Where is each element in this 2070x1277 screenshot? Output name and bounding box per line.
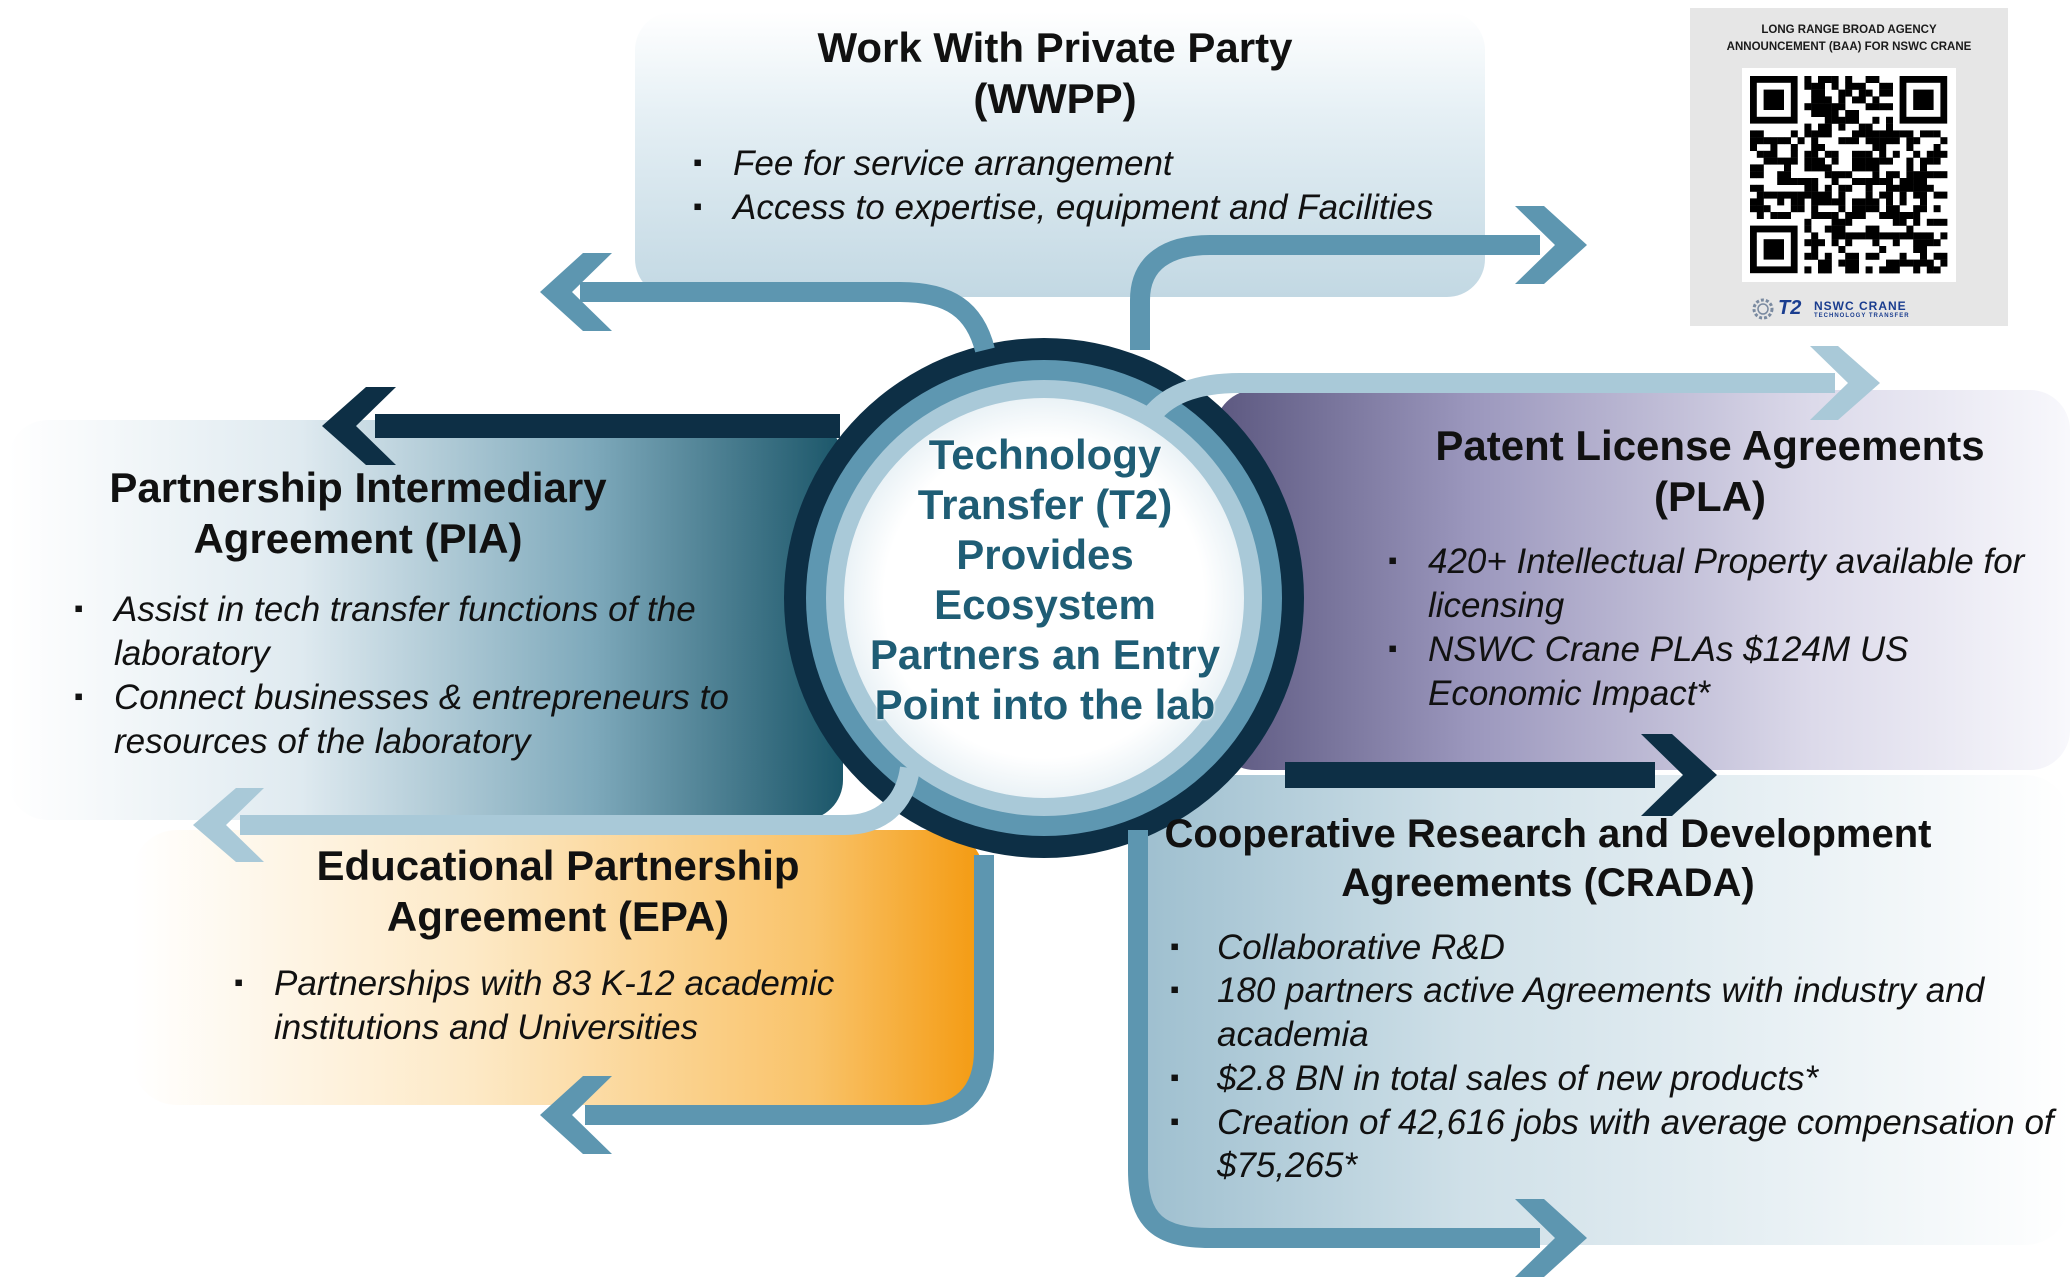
qr-caption: LONG RANGE BROAD AGENCY ANNOUNCEMENT (BA… [1690,22,2008,55]
crada-bullet: Collaborative R&D [1170,926,2070,970]
core-circle [844,398,1244,798]
crada-bullet: $2.8 BN in total sales of new products* [1170,1057,2070,1101]
pla-bullet-list: 420+ Intellectual Property available for… [1388,540,2050,715]
center-statement: Technology Transfer (T2) Provides Ecosys… [840,430,1250,730]
wwpp-title-line: Work With Private Party [817,24,1293,71]
t2-nswc-crane-logo: T2 NSWC CRANE TECHNOLOGY TRANSFER [1750,296,1950,322]
pia-bullet: Connect businesses & entrepreneurs to re… [74,676,760,764]
pia-arrow-head [322,387,396,465]
epa-title-line: Agreement (EPA) [386,893,730,941]
wwpp-bullet-list: Fee for service arrangement Access to ex… [693,142,1470,230]
pia-title: Partnership Intermediary Agreement (PIA) [8,462,708,564]
qr-code-image[interactable] [1742,68,1956,282]
qr-caption-line: ANNOUNCEMENT (BAA) FOR NSWC CRANE [1726,40,1972,53]
crada-content: Cooperative Research and Development Agr… [1160,810,2070,1188]
pia-title-line: Agreement (PIA) [193,515,523,563]
pla-arrow-shaft [1139,373,1835,426]
wwpp-right-arrow-shaft [1130,235,1540,350]
crada-title-line: Cooperative Research and Development [1164,812,1932,856]
crada-title: Cooperative Research and Development Agr… [1088,810,2008,908]
wwpp-right-arrow-head [1515,206,1587,284]
epa-title: Educational Partnership Agreement (EPA) [228,840,888,942]
epa-bullet: Partnerships with 83 K-12 academic insti… [234,962,888,1050]
center-line: Point into the lab [874,680,1216,728]
wwpp-content: Work With Private Party (WWPP) Fee for s… [640,22,1470,230]
pla-content: Patent License Agreements (PLA) 420+ Int… [1370,420,2050,715]
baa-qr-card[interactable]: LONG RANGE BROAD AGENCY ANNOUNCEMENT (BA… [1690,8,2008,326]
pia-content: Partnership Intermediary Agreement (PIA)… [60,462,760,763]
epa-arrow-head [540,1076,612,1154]
wwpp-bullet: Fee for service arrangement [693,142,1470,186]
gear-icon [1752,298,1774,320]
pia-return-arrow-head [193,788,264,862]
pla-bullet: 420+ Intellectual Property available for… [1388,540,2050,628]
wwpp-title: Work With Private Party (WWPP) [640,22,1470,124]
center-line: Technology [928,431,1162,478]
crada-bullet-list: Collaborative R&D 180 partners active Ag… [1170,926,2070,1189]
wwpp-left-arrow-head [540,253,612,331]
crada-bottom-arrow-head [1515,1199,1587,1277]
pia-title-line: Partnership Intermediary [109,464,607,511]
pia-return-arrow-shaft [240,766,920,835]
center-line: Ecosystem [934,580,1156,628]
crada-bullet: 180 partners active Agreements with indu… [1170,969,2070,1057]
pla-title-line: (PLA) [1654,473,1766,521]
center-line: Provides [956,530,1134,578]
pia-arrow-shaft [375,414,840,438]
center-line: Partners an Entry [869,630,1221,678]
pla-arrow-head [1810,346,1880,420]
wwpp-bullet: Access to expertise, equipment and Facil… [693,186,1470,230]
epa-arrow-shaft [585,855,994,1125]
pla-title-line: Patent License Agreements [1435,422,1985,469]
wwpp-left-arrow-shaft [580,282,995,353]
epa-content: Educational Partnership Agreement (EPA) … [228,840,888,1050]
crada-dark-arrow-head [1641,734,1717,816]
crada-title-line: Agreements (CRADA) [1341,860,1755,905]
pia-bullet: Assist in tech transfer functions of the… [74,588,760,676]
crada-bottom-arrow-shaft [1128,830,1540,1248]
logo-sub: TECHNOLOGY TRANSFER [1814,313,1910,319]
logo-mark: T2 [1778,297,1802,319]
qr-code-graphic [1750,76,1948,274]
crada-dark-arrow-shaft [1285,762,1655,788]
pla-title: Patent License Agreements (PLA) [1370,420,2050,522]
pla-bullet: NSWC Crane PLAs $124M US Economic Impact… [1388,628,2050,716]
wwpp-title-line: (WWPP) [973,75,1137,123]
pia-bullet-list: Assist in tech transfer functions of the… [74,588,760,763]
qr-caption-line: LONG RANGE BROAD AGENCY [1761,24,1937,36]
center-line: Transfer (T2) [917,480,1173,528]
crada-bullet: Creation of 42,616 jobs with average com… [1170,1101,2070,1189]
epa-bullet-list: Partnerships with 83 K-12 academic insti… [234,962,888,1050]
logo-org: NSWC CRANE [1814,299,1907,313]
epa-title-line: Educational Partnership [316,842,800,889]
